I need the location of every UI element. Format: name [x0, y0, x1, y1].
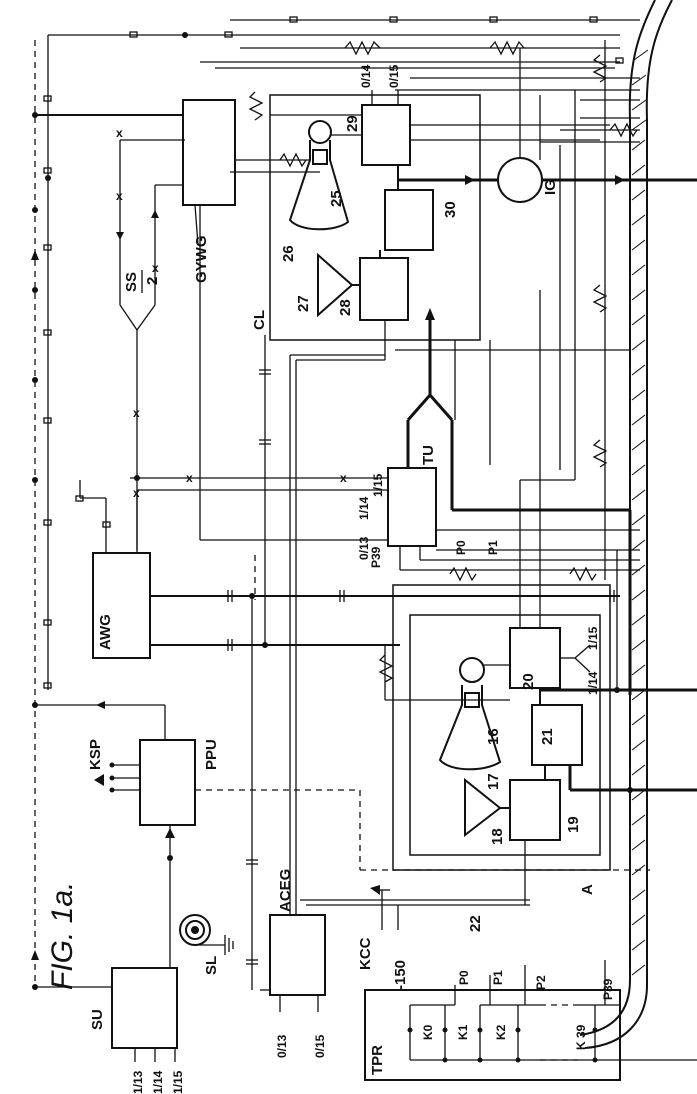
top-buses	[35, 19, 640, 143]
block-28	[359, 257, 409, 321]
ppu-label: PPU	[203, 739, 220, 770]
ref-17: 17	[485, 773, 502, 790]
ppu-wiring	[94, 555, 650, 900]
svg-text:x: x	[340, 471, 347, 485]
ss-numerator: SS	[123, 272, 140, 292]
bus-arrow-left	[96, 701, 105, 709]
su-out-1-14: 1/14	[151, 1070, 165, 1094]
bus-ticks	[43, 16, 624, 689]
relay-k1: K1	[456, 1024, 470, 1040]
ksp-label: KSP	[87, 739, 104, 770]
tu-p0: P0	[454, 540, 468, 555]
amplifier-18	[464, 777, 502, 838]
ref-21: 21	[539, 728, 556, 745]
cl-wiring	[230, 48, 697, 286]
aceg-label: ACEG	[277, 869, 294, 912]
ss-denominator: 2	[144, 277, 161, 285]
tpr-wiring	[407, 960, 697, 1063]
tu-p1: P1	[486, 540, 500, 555]
aceg-out-0-13: 0/13	[275, 1034, 289, 1058]
frame-inner-16	[409, 614, 601, 856]
line-p39: P39	[601, 978, 615, 1000]
ref-16: 16	[485, 728, 502, 745]
bus-arrow-up-2	[31, 950, 39, 960]
su-out-1-15: 1/15	[171, 1070, 185, 1094]
kcc-label: KCC	[357, 937, 374, 970]
svg-text:x: x	[186, 471, 193, 485]
aceg-out-0-15: 0/15	[313, 1034, 327, 1058]
relay-k0: K0	[421, 1024, 435, 1040]
a-marker: A	[579, 884, 596, 895]
block-30	[384, 189, 434, 251]
ref-19: 19	[565, 816, 582, 833]
line-p1: P1	[491, 970, 505, 985]
ref-18: 18	[489, 828, 506, 845]
frame-outer-16	[392, 584, 611, 871]
tpr-label: TPR	[369, 1045, 386, 1075]
tu-wiring	[130, 205, 640, 695]
crossing-ticks	[227, 369, 615, 965]
svg-text:x: x	[116, 126, 123, 140]
block-29	[361, 104, 411, 166]
ref-29: 29	[344, 115, 361, 132]
svg-text:x: x	[116, 189, 123, 203]
block-21	[531, 704, 583, 766]
su-out-1-13: 1/13	[131, 1070, 145, 1094]
tu-in-1-15: 1/15	[371, 473, 385, 497]
ig-generator	[497, 157, 543, 203]
cable-duct	[579, 0, 673, 1049]
line-p0: P0	[457, 970, 471, 985]
awg-label: AWG	[97, 614, 114, 650]
crt-16	[438, 657, 502, 771]
ref-20: 20	[520, 673, 537, 690]
relay-k2: K2	[494, 1024, 508, 1040]
tu-block	[387, 467, 437, 547]
svg-text:x: x	[152, 261, 159, 275]
block-19	[509, 779, 561, 841]
ref-30: 30	[442, 201, 459, 218]
gywg-block	[182, 99, 236, 206]
tu-in-1-14: 1/14	[357, 496, 371, 520]
cl-in-0-15: 0/15	[387, 64, 401, 88]
ref-27: 27	[295, 295, 312, 312]
top-resistors	[248, 40, 638, 168]
ref-25: 25	[328, 190, 345, 207]
block16-wiring	[378, 550, 697, 809]
su-label: SU	[89, 1009, 106, 1030]
tu-p39: P39	[369, 546, 383, 568]
b20-in-1-15: 1/15	[586, 626, 600, 650]
gywg-label: GYWG	[193, 236, 210, 284]
neg150-label: -150	[392, 960, 409, 990]
tu-label: TU	[420, 445, 437, 465]
aceg-wiring	[260, 320, 530, 991]
vertical-feeders	[395, 40, 630, 625]
kcc-switch	[370, 885, 399, 930]
figure-title: FIG. 1a.	[46, 882, 79, 990]
tpr-block	[364, 989, 621, 1081]
sl-label: SL	[203, 956, 220, 975]
aceg-block	[269, 914, 326, 996]
cl-in-0-14: 0/14	[359, 64, 373, 88]
ig-label: IG	[542, 179, 559, 195]
su-block	[111, 967, 178, 1049]
ref-26: 26	[280, 245, 297, 262]
cl-label: CL	[251, 310, 268, 330]
line-p2: P2	[534, 975, 548, 990]
amplifier-27	[317, 252, 354, 318]
ref-28: 28	[337, 299, 354, 316]
ss-divider	[116, 139, 185, 550]
ppu-block	[139, 739, 196, 826]
relay-k39: K 39	[574, 1024, 588, 1050]
ref-22: 22	[467, 915, 484, 932]
tu-in-0-13: 0/13	[357, 536, 371, 560]
awg-block	[92, 552, 151, 659]
svg-text:x: x	[133, 406, 140, 420]
bus-arrow-up-1	[31, 250, 39, 260]
cl-frame	[269, 94, 481, 341]
crt-25	[288, 120, 350, 231]
